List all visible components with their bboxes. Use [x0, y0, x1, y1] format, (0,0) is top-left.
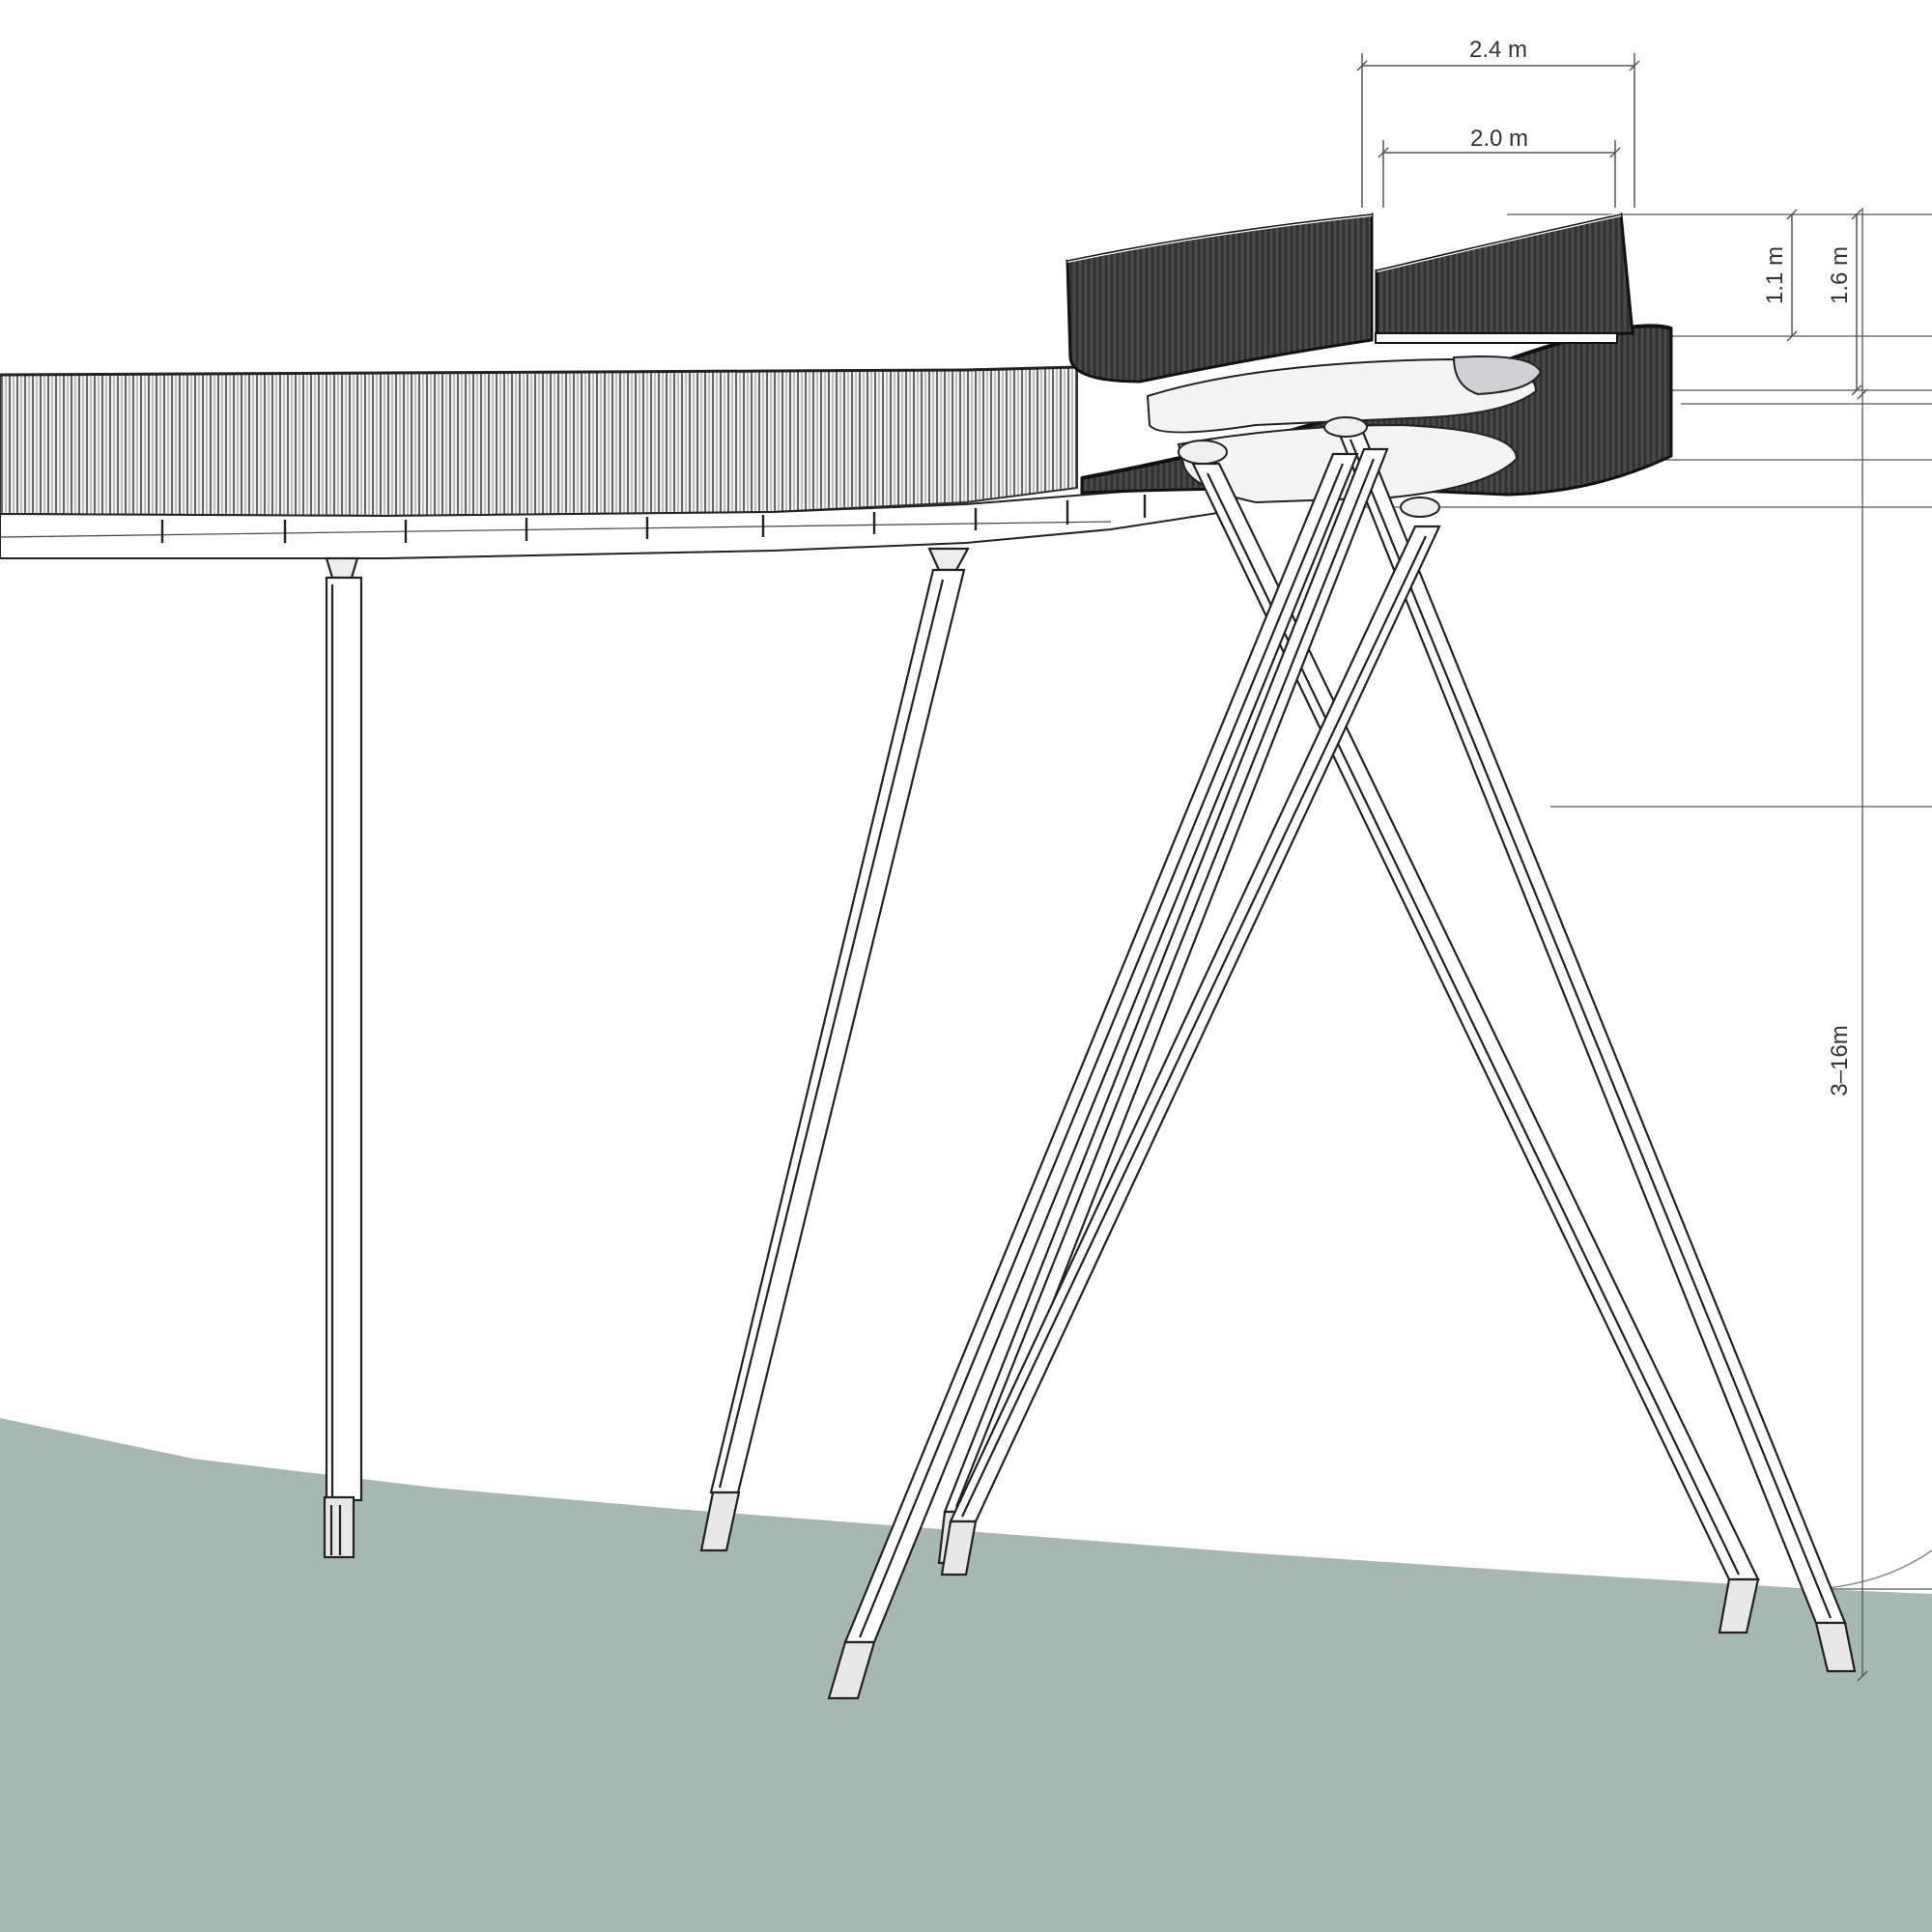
- column-5: [827, 452, 1359, 1700]
- dimension-1-6m: [1851, 209, 1862, 396]
- label-3-16m: 3–16m: [1827, 1025, 1853, 1095]
- dimension-1-1m: [1786, 209, 1798, 342]
- dimension-3-16m: [1857, 388, 1868, 1682]
- label-2-0m: 2.0 m: [1470, 126, 1528, 152]
- column-heads: [1178, 416, 1440, 518]
- label-2-4m: 2.4 m: [1469, 37, 1527, 63]
- dimension-2-0m: [1378, 140, 1621, 208]
- column-2: [699, 547, 970, 1552]
- walkway-railing: [0, 365, 1078, 518]
- terrain-edge: [1815, 1549, 1932, 1590]
- column-1: [323, 556, 363, 1559]
- label-1-6m: 1.6 m: [1827, 246, 1853, 304]
- column-4: [1336, 428, 1857, 1673]
- dimension-2-4m: [1356, 53, 1640, 208]
- deck-joists: [160, 495, 1147, 543]
- column-6: [937, 447, 1389, 1565]
- handrail: [0, 365, 1078, 377]
- spiral-upper-railing: [1065, 213, 1634, 384]
- ground-terrain: [0, 1418, 1932, 1932]
- column-7: [940, 525, 1441, 1577]
- label-1-1m: 1.1 m: [1762, 246, 1788, 304]
- support-columns: [323, 428, 1857, 1700]
